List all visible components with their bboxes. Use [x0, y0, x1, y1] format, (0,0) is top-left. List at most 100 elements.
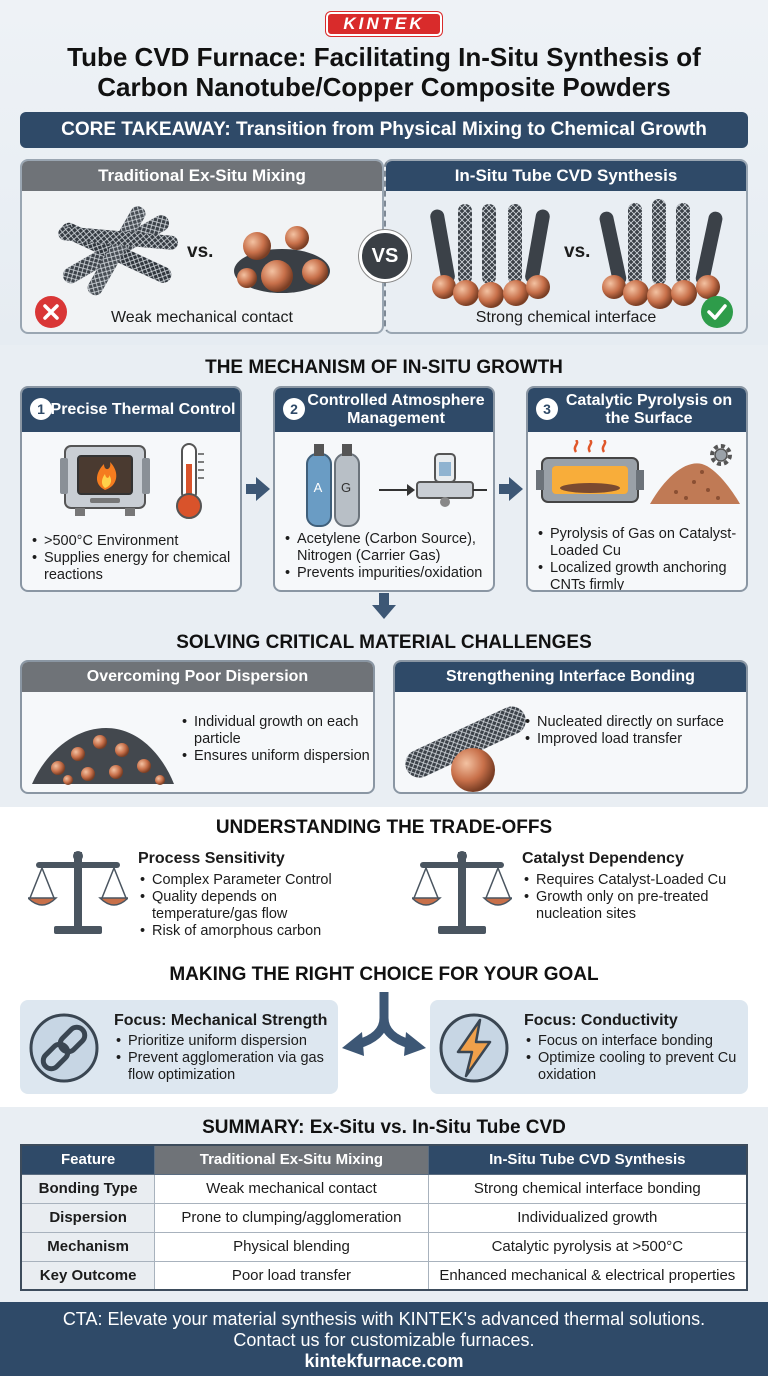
step-2-bullets: Acetylene (Carbon Source), Nitrogen (Car…: [285, 531, 493, 582]
table-row: Bonding Type Weak mechanical contact Str…: [20, 1173, 748, 1204]
dispersion-bullets: Individual growth on each particle Ensur…: [182, 714, 372, 765]
chain-link-icon: [29, 1013, 99, 1083]
valve-icon: [379, 453, 487, 507]
down-arrow-shaft: [379, 593, 389, 605]
cnt-bundle-icon: [58, 206, 178, 296]
tradeoff-1-title: Process Sensitivity: [138, 850, 285, 867]
bonding-card: Strengthening Interface Bonding Nucleate…: [393, 660, 748, 794]
in-situ-vs-text: vs.: [564, 241, 591, 262]
website-link[interactable]: kintekfurnace.com: [304, 1351, 464, 1371]
in-situ-caption: Strong chemical interface: [475, 309, 657, 326]
step-3-bullet: Localized growth anchoring CNTs firmly: [538, 560, 746, 590]
title-line-1: Tube CVD Furnace: Facilitating In-Situ S…: [67, 42, 701, 72]
cylinder-g-label: G: [340, 480, 352, 495]
table-cell: Enhanced mechanical & electrical propert…: [427, 1260, 748, 1291]
page-title: Tube CVD Furnace: Facilitating In-Situ S…: [20, 42, 748, 102]
split-arrow-icon: [342, 992, 426, 1056]
tradeoff-1-bullet: Quality depends on temperature/gas flow: [140, 889, 360, 923]
dispersion-bullet: Individual growth on each particle: [182, 714, 372, 748]
cross-icon: [35, 296, 67, 328]
challenges-title: SOLVING CRITICAL MATERIAL CHALLENGES: [176, 632, 592, 653]
table-header-cell: Traditional Ex-Situ Mixing: [154, 1144, 429, 1175]
tradeoff-2-bullet: Growth only on pre-treated nucleation si…: [524, 889, 748, 923]
tube-furnace-icon: [536, 440, 644, 503]
table-header-cell: Feature: [20, 1144, 156, 1175]
step-1-bullet: Supplies energy for chemical reactions: [32, 550, 237, 584]
summary-table: Feature Traditional Ex-Situ Mixing In-Si…: [20, 1144, 748, 1291]
goal-mechanical-bullet: Prioritize uniform dispersion: [116, 1033, 336, 1050]
tradeoff-1-bullet: Complex Parameter Control: [140, 872, 360, 889]
flow-arrow-2: [509, 477, 523, 501]
goal-conductivity-title: Focus: Conductivity: [524, 1012, 678, 1029]
table-cell: Bonding Type: [20, 1173, 156, 1204]
tradeoff-1-bullet: Risk of amorphous carbon: [140, 923, 360, 940]
bonding-header: Strengthening Interface Bonding: [395, 662, 746, 692]
table-cell: Dispersion: [20, 1202, 156, 1233]
thermometer-icon: [176, 443, 204, 519]
furnace-icon: [60, 445, 150, 516]
goal-conductivity-bullet: Focus on interface bonding: [526, 1033, 746, 1050]
dispersion-header: Overcoming Poor Dispersion: [22, 662, 373, 692]
step-3-header: 3 Catalytic Pyrolysis on the Surface: [528, 388, 746, 432]
step-3-bullet: Pyrolysis of Gas on Catalyst-Loaded Cu: [538, 526, 746, 560]
lightning-icon: [439, 1013, 509, 1083]
table-cell: Key Outcome: [20, 1260, 156, 1291]
ex-situ-caption: Weak mechanical contact: [110, 309, 293, 326]
down-arrow: [372, 605, 396, 619]
step-3-bullets: Pyrolysis of Gas on Catalyst-Loaded Cu L…: [538, 526, 746, 590]
gas-cylinder-icon: [306, 444, 360, 527]
core-takeaway-banner: CORE TAKEAWAY: Transition from Physical …: [20, 112, 748, 148]
cnt-grown-on-copper-icon: [430, 204, 550, 308]
title-line-2: Carbon Nanotube/Copper Composite Powders: [97, 72, 671, 102]
nucleated-cnt-icon: [405, 706, 526, 792]
gear-icon: [710, 444, 732, 466]
cylinder-a-label: A: [313, 480, 323, 495]
goal-conductivity-card: Focus: Conductivity Focus on interface b…: [430, 1000, 748, 1094]
step-2-bullet: Prevents impurities/oxidation: [285, 565, 493, 582]
kintek-logo[interactable]: KINTEK: [326, 12, 442, 36]
step-2-number: 2: [283, 398, 305, 420]
step-1-bullet: >500°C Environment: [32, 533, 237, 550]
cta-footer: CTA: Elevate your material synthesis wit…: [0, 1302, 768, 1376]
step-1-title: Precise Thermal Control: [50, 401, 236, 418]
tradeoff-1-bullets: Complex Parameter Control Quality depend…: [140, 872, 360, 940]
step-1-bullets: >500°C Environment Supplies energy for c…: [32, 533, 237, 584]
goal-conductivity-bullet: Optimize cooling to prevent Cu oxidation: [526, 1050, 746, 1084]
table-cell: Strong chemical interface bonding: [427, 1173, 748, 1204]
table-cell: Mechanism: [20, 1231, 156, 1262]
balance-scale-icon: [28, 851, 128, 934]
step-2-card: 2 Controlled Atmosphere Management A G A…: [273, 386, 495, 592]
tradeoffs-title: UNDERSTANDING THE TRADE-OFFS: [215, 817, 553, 838]
vs-badge: VS: [359, 230, 411, 282]
flow-arrow-1-shaft: [246, 484, 256, 494]
dispersion-bullet: Ensures uniform dispersion: [182, 748, 372, 765]
cta-line-2: Contact us for customizable furnaces.: [233, 1330, 535, 1350]
dispersed-powder-icon: [32, 728, 174, 785]
goal-mechanical-bullets: Prioritize uniform dispersion Prevent ag…: [116, 1033, 336, 1084]
goal-mechanical-card: Focus: Mechanical Strength Prioritize un…: [20, 1000, 338, 1094]
table-row: Key Outcome Poor load transfer Enhanced …: [20, 1260, 748, 1291]
powder-pile-icon: [650, 463, 740, 504]
mechanism-title: THE MECHANISM OF IN-SITU GROWTH: [205, 357, 563, 378]
step-3-title: Catalytic Pyrolysis on the Surface: [565, 392, 733, 427]
flow-arrow-1: [256, 477, 270, 501]
cnt-array-on-copper-icon: [599, 199, 723, 309]
ex-situ-vs-text: vs.: [187, 241, 214, 262]
table-header-cell: In-Situ Tube CVD Synthesis: [427, 1144, 748, 1175]
flow-arrow-2-shaft: [499, 484, 509, 494]
goal-conductivity-bullets: Focus on interface bonding Optimize cool…: [526, 1033, 746, 1084]
step-2-bullet: Acetylene (Carbon Source), Nitrogen (Car…: [285, 531, 493, 565]
step-2-header: 2 Controlled Atmosphere Management: [275, 388, 493, 432]
goal-mechanical-bullet: Prevent agglomeration via gas flow optim…: [116, 1050, 336, 1084]
bonding-bullet: Nucleated directly on surface: [525, 714, 740, 731]
copper-particles-icon: [234, 226, 330, 293]
in-situ-header: In-Situ Tube CVD Synthesis: [386, 161, 746, 191]
table-cell: Prone to clumping/agglomeration: [154, 1202, 429, 1233]
table-cell: Poor load transfer: [154, 1260, 429, 1291]
balance-scale-icon: [412, 851, 512, 934]
bonding-bullet: Improved load transfer: [525, 731, 740, 748]
table-row: Dispersion Prone to clumping/agglomerati…: [20, 1202, 748, 1233]
check-icon: [701, 296, 733, 328]
cta-line-1: CTA: Elevate your material synthesis wit…: [62, 1309, 706, 1329]
in-situ-panel: In-Situ Tube CVD Synthesis vs. Strong ch…: [384, 159, 748, 334]
